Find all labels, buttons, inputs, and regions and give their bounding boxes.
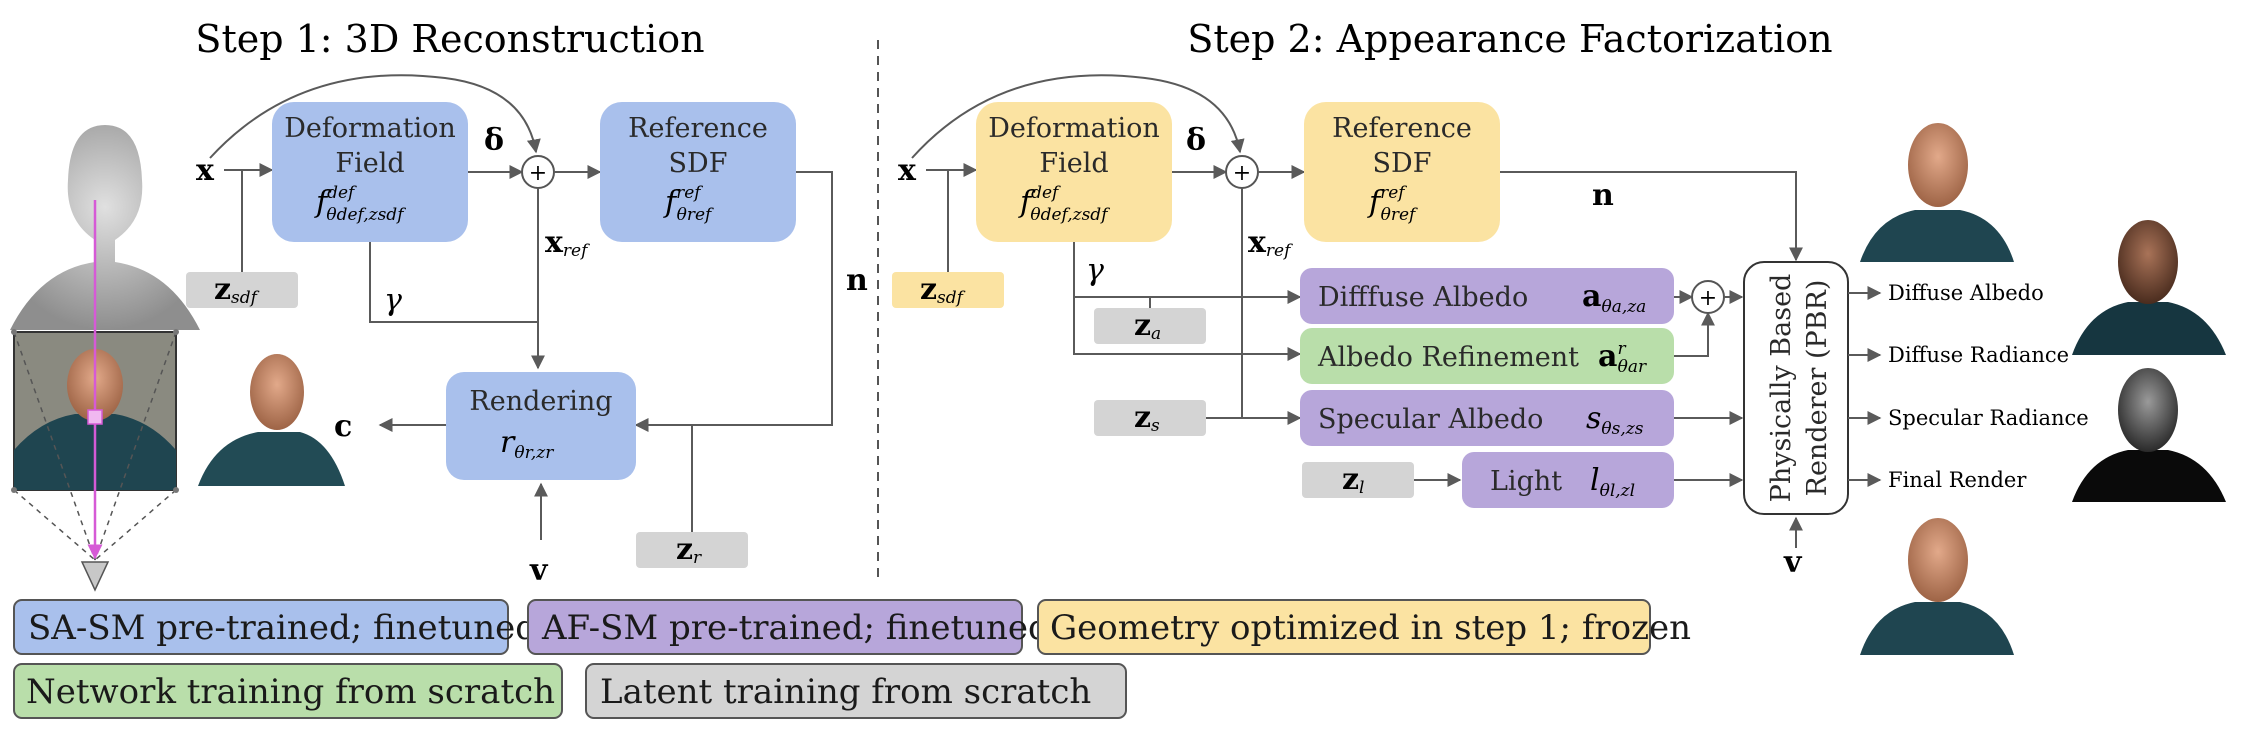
step2-light-fn: lθl,zl bbox=[1590, 463, 1635, 501]
step2-reference-sdf-box bbox=[1304, 102, 1500, 242]
step2-diffuse-albedo-fn: aθa,za bbox=[1582, 279, 1646, 317]
step1-rendering-label: Rendering bbox=[469, 386, 612, 417]
step1-rendered-head-image bbox=[198, 354, 345, 486]
camera-icon bbox=[80, 561, 110, 592]
step2-specular-albedo-label: Specular Albedo bbox=[1318, 404, 1543, 435]
step2-light-label: Light bbox=[1490, 466, 1562, 497]
step1-rendering-box bbox=[446, 372, 636, 480]
specular-radiance-head-image bbox=[2072, 368, 2226, 502]
step1-title: Step 1: 3D Reconstruction bbox=[195, 17, 704, 61]
step1-zr-latent bbox=[636, 532, 748, 568]
step2-albedo-refinement-label: Albedo Refinement bbox=[1317, 342, 1579, 373]
step2-zsdf-latent bbox=[892, 272, 1004, 308]
step2-zs-latent bbox=[1094, 400, 1206, 436]
step2-specular-albedo-fn: sθs,zs bbox=[1586, 401, 1644, 439]
final-render-head-image bbox=[1860, 518, 2014, 655]
step1-skip-curve bbox=[209, 74, 541, 159]
camera-frustum bbox=[11, 329, 179, 561]
step1-deformation-field-box bbox=[272, 102, 468, 242]
pixel-marker bbox=[87, 409, 103, 425]
pbr-box bbox=[1743, 261, 1849, 515]
step2-reference-label-1: Reference bbox=[1332, 113, 1472, 144]
step1-reference-sdf-box bbox=[600, 102, 796, 242]
legend-item-afsm bbox=[527, 599, 1023, 655]
legend-text-latent: Latent training from scratch bbox=[600, 672, 1091, 712]
step2-gamma-symbol: γ bbox=[1086, 253, 1104, 288]
legend-item-network bbox=[13, 663, 563, 719]
step1-v-symbol: v bbox=[529, 553, 549, 588]
step1-normal-arrow bbox=[634, 171, 833, 432]
step2-specular-albedo-box bbox=[1300, 390, 1674, 446]
step1-zsdf-latent bbox=[186, 272, 298, 308]
step2-title: Step 2: Appearance Factorization bbox=[1187, 17, 1832, 61]
step1-reference-label-2: SDF bbox=[669, 148, 728, 179]
step2-gamma-to-refinement bbox=[1073, 297, 1302, 361]
step2-light-box bbox=[1462, 452, 1674, 508]
output-specular-radiance: Specular Radiance bbox=[1888, 406, 2089, 430]
step1-reference-label-1: Reference bbox=[628, 113, 768, 144]
step1-zr-label: zr bbox=[676, 532, 702, 568]
step1-rendering-fn: rθr,zr bbox=[500, 425, 554, 463]
step2-x-input: x bbox=[898, 153, 917, 188]
step2-xref-label: xref bbox=[1248, 225, 1293, 261]
step2-zl-latent bbox=[1302, 462, 1414, 498]
legend-text-afsm: AF-SM pre-trained; finetuned bbox=[541, 608, 1050, 648]
step1-gamma-line bbox=[369, 242, 538, 323]
pbr-label-1: Physically Based bbox=[1766, 274, 1797, 503]
legend: SA-SM pre-trained; finetuned AF-SM pre-t… bbox=[13, 599, 1691, 719]
step2-normal-arrow bbox=[1500, 171, 1803, 262]
step2-refinement-to-plus bbox=[1674, 311, 1715, 357]
legend-text-sasm: SA-SM pre-trained; finetuned bbox=[28, 608, 537, 648]
legend-text-network: Network training from scratch bbox=[26, 672, 555, 712]
step2-za-latent bbox=[1094, 308, 1206, 344]
step2-diffuse-albedo-box bbox=[1300, 268, 1674, 324]
step1-plus-sign: + bbox=[529, 161, 547, 186]
legend-item-sasm bbox=[13, 599, 509, 655]
step2-albedo-plus-sign: + bbox=[1699, 286, 1717, 311]
output-diffuse-albedo: Diffuse Albedo bbox=[1888, 281, 2044, 305]
step2-zl-label: zl bbox=[1342, 462, 1364, 498]
output-diffuse-radiance: Diffuse Radiance bbox=[1888, 343, 2069, 367]
step1-deformation-label-2: Field bbox=[335, 148, 404, 179]
step2-delta-symbol: δ bbox=[1186, 123, 1206, 158]
legend-item-latent bbox=[585, 663, 1127, 719]
step2-diffuse-albedo-label: Difffuse Albedo bbox=[1318, 282, 1528, 313]
diffuse-albedo-head-image bbox=[1860, 123, 2014, 262]
output-final-render: Final Render bbox=[1888, 468, 2027, 492]
step2-plus-sign: + bbox=[1233, 161, 1251, 186]
diffuse-radiance-head-image bbox=[2072, 220, 2226, 355]
step2-zsdf-label: zsdf bbox=[920, 272, 966, 308]
legend-item-geometry bbox=[1037, 599, 1651, 655]
step2-albedo-refinement-box bbox=[1300, 328, 1674, 384]
step2-xref-to-specular bbox=[1241, 188, 1302, 425]
step1-deformation-label-1: Deformation bbox=[284, 113, 456, 144]
step2-n-symbol: n bbox=[1592, 178, 1614, 213]
step1-n-symbol: n bbox=[846, 263, 868, 298]
step2-za-label: za bbox=[1134, 308, 1161, 344]
step1-xref-label: xref bbox=[545, 225, 590, 261]
step1-c-symbol: c bbox=[334, 409, 352, 444]
step2-reference-label-2: SDF bbox=[1373, 148, 1432, 179]
step1-gamma-symbol: γ bbox=[384, 283, 402, 318]
step2-skip-curve bbox=[911, 74, 1245, 159]
step1-x-input: x bbox=[196, 153, 215, 188]
legend-text-geometry: Geometry optimized in step 1; frozen bbox=[1050, 608, 1691, 648]
step2-zs-label: zs bbox=[1134, 400, 1160, 436]
step1-zsdf-label: zsdf bbox=[214, 272, 260, 308]
step2-deformation-label-2: Field bbox=[1039, 148, 1108, 179]
pbr-label-2: Renderer (PBR) bbox=[1802, 280, 1833, 497]
mesh-bust-image bbox=[10, 125, 200, 330]
step2-deformation-label-1: Deformation bbox=[988, 113, 1160, 144]
step2-v-symbol: v bbox=[1783, 545, 1803, 580]
step1-delta-symbol: δ bbox=[484, 123, 504, 158]
step2-deformation-field-box bbox=[976, 102, 1172, 242]
